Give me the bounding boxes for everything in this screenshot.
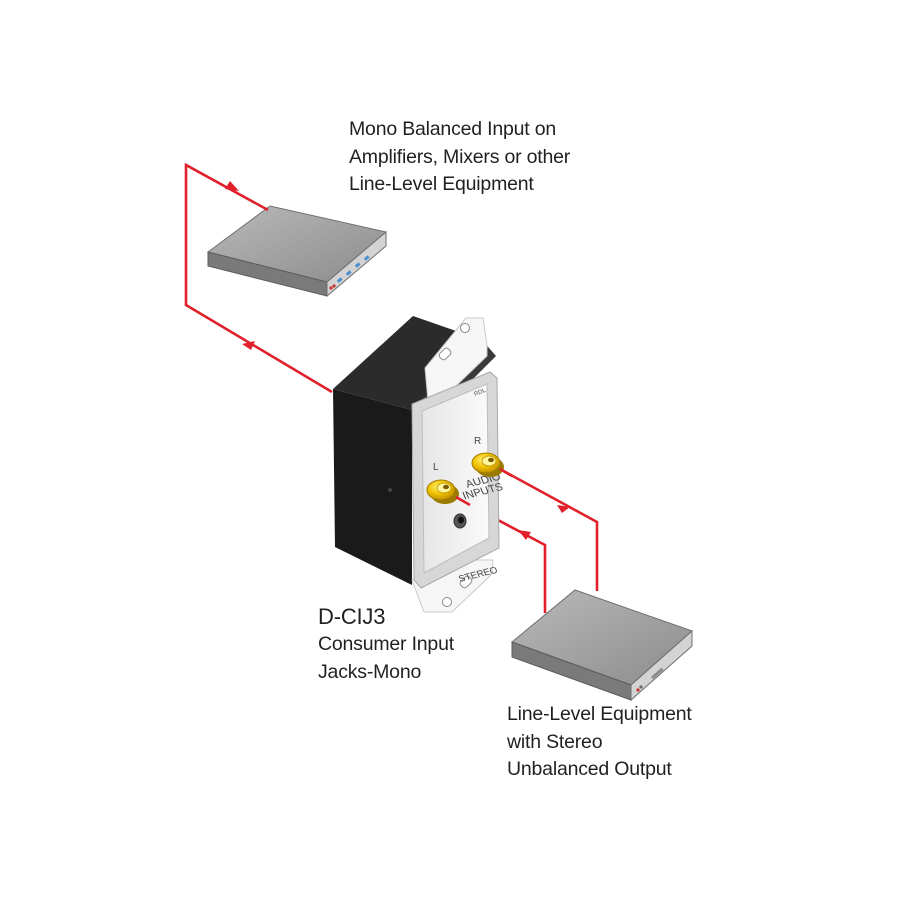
top-equipment-label-line-2: Amplifiers, Mixers or other [349,145,571,168]
model-description-line-1: Consumer Input [318,633,454,655]
bottom-equipment-top [511,589,693,686]
top-equipment-label: Mono Balanced Input on Amplifiers, Mixer… [349,116,570,199]
bottom-equipment-label-line-1: Line-Level Equipment [507,703,692,725]
faceplate [421,383,490,574]
arrow-icon [557,505,570,513]
bottom-equipment-label: Line-Level Equipment with Stereo Unbalan… [507,701,692,784]
wall-box-top [333,316,482,410]
bottom-equipment-indicators [636,667,664,692]
top-equipment-label-line-1: Mono Balanced Input on [349,118,557,140]
rca-jack-icon [471,452,504,477]
cable-right-channel [497,466,599,591]
cable-right-channel-end [499,467,513,478]
bottom-equipment-label-line-2: with Stereo [507,730,603,753]
model-label: D-CIJ3 [318,604,386,629]
top-equipment-indicators [329,255,370,290]
stereo-jack-icon [453,513,467,529]
wall-plate: RDL AUDIO INPUTS L R STEREO [411,317,505,613]
cable-left-channel-end [455,495,471,507]
wall-box-screw [388,488,392,492]
bottom-equipment-front-panel [630,629,693,702]
bottom-equipment [511,589,693,702]
bottom-equipment-label-line-3: Unbalanced Output [507,758,672,780]
arrow-icon [242,341,255,350]
wall-box-side [333,389,412,585]
faceplate-label-right: R [474,436,481,447]
model-description: Consumer Input Jacks-Mono [318,631,454,686]
mounting-hole-top [460,323,470,333]
mounting-slot-bottom [459,575,473,589]
faceplate-brand: RDL [474,388,488,398]
arrow-icon [225,181,239,191]
arrow-icon [518,530,531,540]
top-equipment-label-line-3: Line-Level Equipment [349,173,534,195]
mounting-slot-top [438,347,452,361]
faceplate-label-left: L [433,462,439,473]
model-description-line-2: Jacks-Mono [318,660,422,683]
top-equipment [206,205,388,298]
mounting-hole-bottom [442,597,452,607]
rca-jack-icon [426,479,459,504]
